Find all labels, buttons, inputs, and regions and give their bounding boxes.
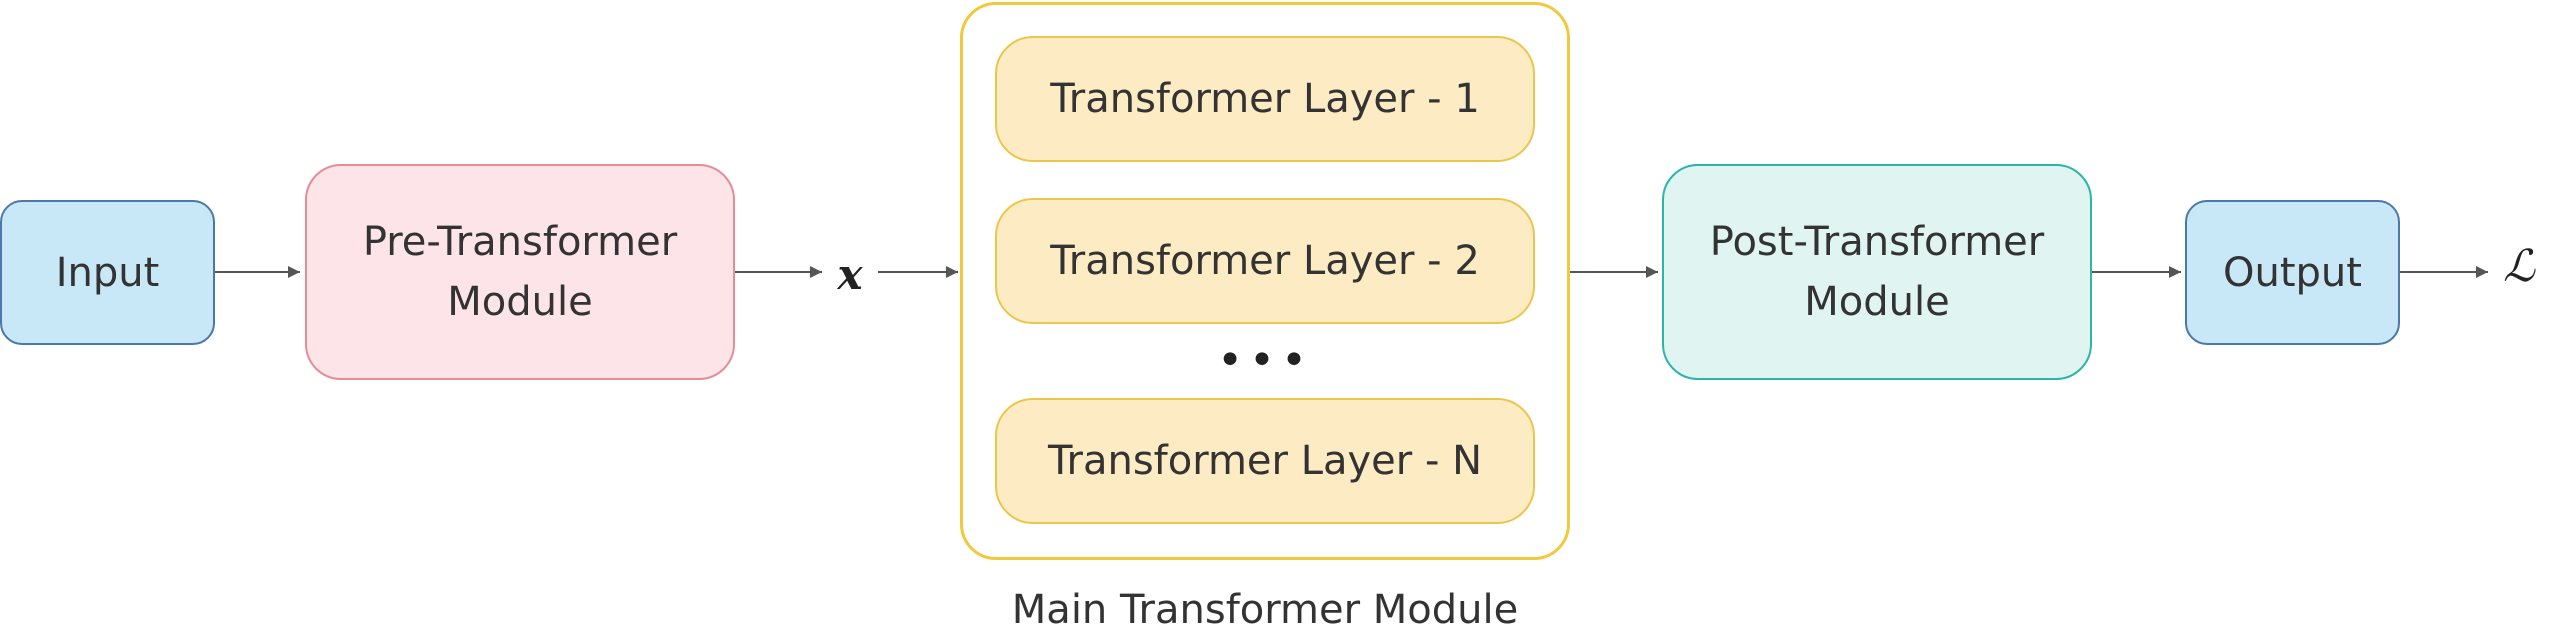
transformer-layer-2-label: Transformer Layer - 2 (1050, 238, 1480, 284)
main-module-caption: Main Transformer Module (1011, 587, 1519, 633)
post-transformer-label-line1: Post-Transformer (1709, 219, 2045, 265)
pre-transformer-label-line2: Module (447, 279, 593, 325)
output-node: Output (2185, 200, 2400, 345)
transformer-layer-1-label: Transformer Layer - 1 (1050, 76, 1480, 122)
post-transformer-label-line2: Module (1804, 279, 1950, 325)
loss-symbol: ℒ (2503, 240, 2535, 292)
input-node: Input (0, 200, 215, 345)
transformer-layer-n: Transformer Layer - N (995, 398, 1535, 524)
x-symbol: 𝒙 (837, 249, 863, 299)
post-transformer-module: Post-Transformer Module (1662, 164, 2092, 380)
pre-transformer-label-line1: Pre-Transformer (362, 219, 678, 265)
transformer-layer-n-label: Transformer Layer - N (1047, 438, 1483, 484)
input-label: Input (55, 249, 160, 296)
output-label: Output (2223, 249, 2362, 296)
pre-transformer-module: Pre-Transformer Module (305, 164, 735, 380)
transformer-layer-1: Transformer Layer - 1 (995, 36, 1535, 162)
transformer-layer-2: Transformer Layer - 2 (995, 198, 1535, 324)
ellipsis: ••• (1217, 334, 1313, 386)
